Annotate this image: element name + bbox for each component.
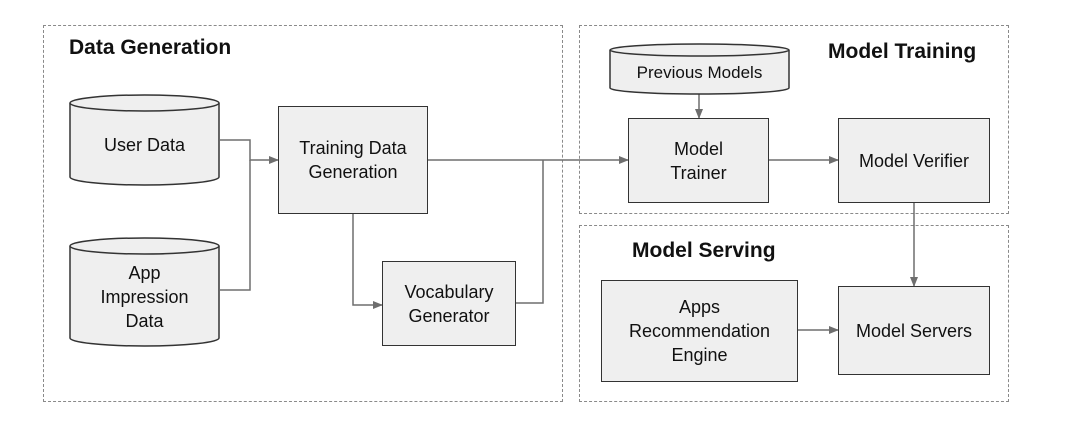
model-trainer-box: Model Trainer (628, 118, 769, 203)
arrow-app-impression-to-training (220, 160, 251, 291)
database-cylinder-icon (609, 43, 790, 95)
database-cylinder-icon (69, 237, 220, 347)
training-data-generation-box: Training Data Generation (278, 106, 428, 214)
arrow-training-to-vocabulary (352, 214, 383, 309)
user-data-database: User Data (69, 94, 220, 186)
vocabulary-generator-box: Vocabulary Generator (382, 261, 516, 346)
model-serving-title: Model Serving (632, 239, 776, 262)
model-servers-box: Model Servers (838, 286, 990, 375)
data-generation-title: Data Generation (69, 36, 232, 59)
apps-recommendation-engine-box: Apps Recommendation Engine (601, 280, 798, 382)
model-serving-panel (579, 225, 1009, 402)
app-impression-data-database: App Impression Data (69, 237, 220, 347)
model-training-panel (579, 25, 1009, 214)
model-training-title: Model Training (828, 40, 977, 63)
arrow-vocabulary-to-trainer (516, 160, 544, 304)
arrow-user-data-to-training (220, 139, 279, 164)
data-generation-panel (43, 25, 563, 402)
previous-models-label: Previous Models (636, 63, 763, 82)
model-verifier-box: Model Verifier (838, 118, 990, 203)
app-impression-data-label: App Impression Data (100, 263, 189, 331)
user-data-label: User Data (103, 135, 186, 155)
previous-models-database: Previous Models (609, 43, 790, 95)
database-cylinder-icon (69, 94, 220, 186)
